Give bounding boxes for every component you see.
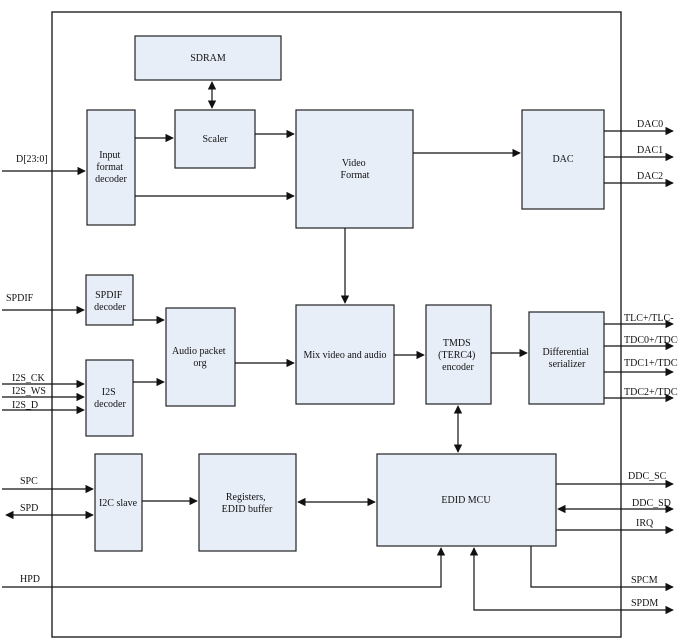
svg-text:Input format decod: Input format decoder [95,150,127,185]
tmds-label-line2: (TERC4) [438,350,475,361]
irq-label: IRQ [636,518,654,529]
serializer-label-line1: Differential [543,347,590,358]
sdram-block: SDRAM [134,35,282,81]
video-format-label-line2: Format [341,170,370,181]
spd-label: SPD [20,503,38,514]
video-format-block: Video Format [295,109,414,229]
svg-text:Differential serializer: Differential serializer [543,347,592,370]
mix-label: Mix video and audio [303,350,386,361]
spdm-bidir-link [469,547,674,615]
tdc1-label: TDC1+/TDC1- [624,358,678,369]
tdc2-label: TDC2+/TDC2- [624,387,678,398]
video-format-label-line1: Video [342,158,366,169]
svg-text:Audio packet org: Audio packet org [172,346,228,369]
svg-text:EDID MCU: EDID MCU [441,495,491,506]
i2s-decoder-label-line2: decoder [94,399,126,410]
mix-video-audio-block: Mix video and audio [295,304,395,405]
svg-text:DAC: DAC [552,154,573,165]
spdm-label: SPDM [631,598,658,609]
serializer-label-line2: serializer [549,359,586,370]
i2c-slave-label: I2C slave [99,498,138,509]
registers-label-line2: EDID buffer [222,504,273,515]
svg-text:I2S decoder: I2S decoder [94,387,126,410]
edid-mcu-block: EDID MCU [376,453,557,547]
spdif-decoder-label-line1: SPDIF [95,290,123,301]
audio-packet-org-block: Audio packet org [165,307,236,407]
svg-text:SDRAM: SDRAM [190,53,226,64]
spc-input-label: SPC [20,476,38,487]
svg-text:SPDIF decoder: SPDIF decoder [94,290,126,313]
audio-packet-label-line1: Audio packet [172,346,226,357]
input-decoder-label-line1: Input [99,150,120,161]
differential-serializer-block: Differential serializer [528,311,605,405]
dac0-label: DAC0 [637,119,663,130]
ddc-sd-label: DDC_SD [632,498,671,509]
svg-text:I2C slave: I2C slave [99,498,138,509]
dac1-label: DAC1 [637,145,663,156]
input-format-decoder-block: Input format decoder [86,109,136,226]
spcm-label: SPCM [631,575,658,586]
tmds-encoder-block: TMDS (TERC4) encoder [425,304,492,405]
registers-edid-buffer-block: Registers, EDID buffer [198,453,297,552]
svg-text:TMDS (TERC4) encod: TMDS (TERC4) encoder [438,338,478,373]
dac2-label: DAC2 [637,171,663,182]
spdif-decoder-block: SPDIF decoder [85,274,134,326]
input-decoder-label-line2: format [96,162,123,173]
d-bus-label: D[23:0] [16,154,48,165]
hpd-input-arrow [2,547,446,588]
registers-label-line1: Registers, [226,492,266,503]
hpd-input-label: HPD [20,574,40,585]
i2s-decoder-label-line1: I2S [102,387,116,398]
sdram-label: SDRAM [190,53,226,64]
spdif-decoder-label-line2: decoder [94,302,126,313]
i2s-d-label: I2S_D [12,400,38,411]
dac-block: DAC [521,109,605,210]
svg-text:Registers, EDID buffer: Registers, EDID buffer [222,492,273,515]
dac-label: DAC [552,154,573,165]
tmds-label-line3: encoder [442,362,474,373]
tdc0-label: TDC0+/TDC0- [624,335,678,346]
svg-text:Scaler: Scaler [203,134,229,145]
svg-text:Video Format: Video Format [341,158,370,181]
svg-text:Mix video and audio: Mix video and audio [303,350,386,361]
i2s-ck-label: I2S_CK [12,373,46,384]
scaler-label: Scaler [203,134,229,145]
tmds-label-line1: TMDS [443,338,471,349]
tlc-label: TLC+/TLC- [624,313,674,324]
scaler-block: Scaler [174,109,256,169]
i2s-decoder-block: I2S decoder [85,359,134,437]
spdif-input-label: SPDIF [6,293,34,304]
ddc-sc-label: DDC_SC [628,471,667,482]
edid-mcu-label: EDID MCU [441,495,491,506]
i2s-ws-label: I2S_WS [12,386,46,397]
i2c-slave-block: I2C slave [94,453,143,552]
input-decoder-label-line3: decoder [95,174,127,185]
audio-packet-label-line2: org [193,358,206,369]
